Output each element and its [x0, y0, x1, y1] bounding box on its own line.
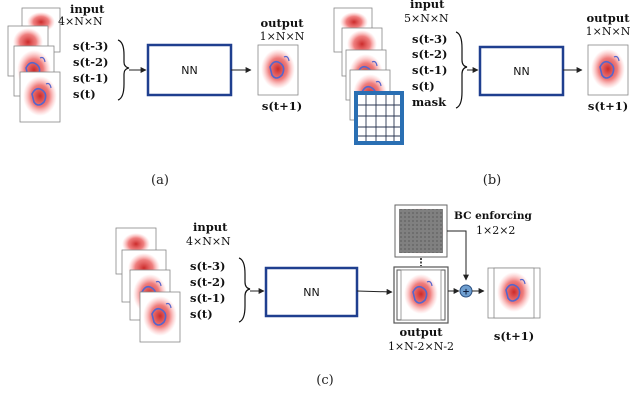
panel-b-input-stack — [333, 7, 391, 121]
panel-b: input 5×N×N s(t-3) s(t-2) s(t-1) s(t) ma… — [333, 0, 631, 188]
panel-b-output-state: s(t+1) — [588, 99, 628, 113]
panel-a-output-field — [257, 44, 299, 96]
panel-b-input-dims: 5×N×N — [404, 12, 449, 25]
panel-c-arrow-out — [356, 288, 393, 295]
panel-c-state-label: s(t) — [190, 307, 213, 321]
panel-a-state-label: s(t-2) — [73, 55, 108, 69]
panel-b-input-title: input — [410, 0, 445, 11]
panel-b-mask-grid — [354, 91, 404, 145]
panel-a-state-label: s(t-1) — [73, 71, 108, 85]
panel-b-mask-label: mask — [412, 95, 447, 109]
panel-c-bc-field — [394, 204, 448, 258]
panel-a-output-title: output — [260, 16, 304, 30]
panel-b-nn-label: NN — [513, 65, 529, 78]
panel-b-state-label: s(t-1) — [412, 63, 447, 77]
panel-b-output-dims: 1×N×N — [586, 25, 631, 38]
panel-a-output-state: s(t+1) — [262, 99, 302, 113]
panel-a-state-label: s(t-3) — [73, 39, 108, 53]
panel-a-brace — [117, 39, 130, 101]
panel-c-bc-title: BC enforcing — [454, 210, 532, 222]
panel-c-input-stack — [115, 227, 181, 343]
panel-a-state-label: s(t) — [73, 87, 96, 101]
panel-c-caption: (c) — [316, 373, 333, 388]
panel-a-nn-label: NN — [181, 64, 197, 77]
panel-a: input 4×N×N s(t-3) s(t-2) s(t-1) s(t) NN… — [7, 2, 305, 188]
panel-a-input-title: input — [70, 2, 105, 16]
panel-c-brace — [238, 257, 251, 323]
panel-c-output-title: output — [399, 325, 443, 339]
panel-a-input-dims: 4×N×N — [58, 15, 103, 28]
panel-c-input-title: input — [193, 220, 228, 234]
panel-c-final-field — [487, 267, 541, 319]
panel-c-bc-dims: 1×2×2 — [476, 224, 515, 237]
panel-b-state-label: s(t-2) — [412, 47, 447, 61]
panel-c-state-label: s(t-3) — [190, 259, 225, 273]
panel-c-bc-arrow — [447, 230, 469, 281]
panel-a-caption: (a) — [151, 173, 169, 188]
panel-c-state-label: s(t-1) — [190, 291, 225, 305]
panel-c-output-dims: 1×N-2×N-2 — [388, 340, 454, 353]
panel-c-plus-sign: + — [462, 288, 470, 298]
panel-b-output-title: output — [586, 11, 630, 25]
panel-c: input 4×N×N s(t-3) s(t-2) s(t-1) s(t) NN… — [115, 204, 541, 388]
panel-a-input-stack — [7, 7, 61, 123]
panel-c-nn-box — [264, 266, 359, 318]
panel-a-output-dims: 1×N×N — [260, 30, 305, 43]
panel-b-brace — [455, 31, 468, 109]
panel-c-nn-output — [393, 266, 449, 324]
panel-b-caption: (b) — [483, 173, 501, 188]
panel-c-input-dims: 4×N×N — [186, 235, 231, 248]
panel-b-state-label: s(t) — [412, 79, 435, 93]
panel-b-state-label: s(t-3) — [412, 32, 447, 46]
panel-c-output-state: s(t+1) — [494, 329, 534, 343]
panel-c-nn-label: NN — [303, 286, 319, 299]
panel-c-state-label: s(t-2) — [190, 275, 225, 289]
panel-b-output-field — [587, 44, 629, 96]
panel-b-nn-box — [478, 45, 565, 97]
